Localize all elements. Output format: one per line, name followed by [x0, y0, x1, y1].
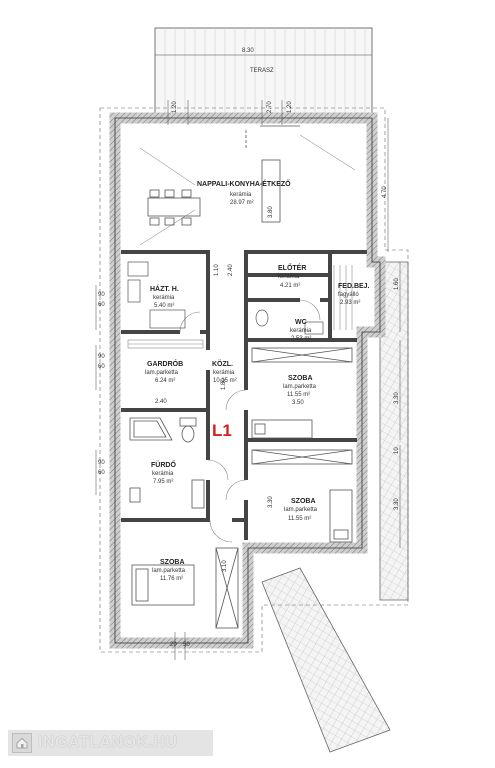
utility-floor: kerámia: [153, 295, 175, 301]
dimension-lines: [95, 100, 401, 660]
hallway-entry-area: 4.21 m²: [280, 283, 300, 289]
corridor-name: KÖZL.: [212, 359, 233, 368]
dining-table: [147, 189, 201, 226]
wardrobe-name: GARDRÓB: [147, 359, 183, 368]
terrace-width-dim: 8.30: [242, 48, 254, 54]
watermark-text: INGATLANOK.HU: [38, 734, 178, 751]
covered-entry-area: 2.93 m²: [340, 300, 360, 306]
kitchen-island: [245, 125, 300, 223]
dim-inner-240a: 2.40: [228, 264, 234, 276]
dim-left-c1: 90: [98, 460, 105, 466]
corridor-area: 10.15 m²: [213, 378, 237, 384]
covered-entry-floor: fagyálló: [338, 292, 359, 298]
bath-sink: [129, 479, 205, 509]
dim-left-a2: 60: [98, 302, 105, 308]
bathroom-area: 7.95 m²: [153, 479, 173, 485]
dim-right-sep: 10: [394, 447, 400, 454]
dim-top-right: 1.20: [287, 101, 293, 113]
wardrobe-shelves: [127, 339, 204, 349]
living-floor: kerámia: [230, 192, 252, 198]
dim-bottom-20: 20: [170, 642, 177, 648]
wc-floor: kerámia: [290, 328, 312, 334]
bedroom2-floor: lam.parketta: [284, 507, 318, 513]
dim-right-entry: 1.60: [394, 278, 400, 290]
wardrobe-area: 6.24 m²: [155, 378, 175, 384]
bedroom1-dim: 3.50: [292, 400, 304, 406]
dim-top-mid: 2.70: [267, 101, 273, 113]
bedroom2-area: 11.55 m²: [288, 516, 311, 522]
room-label-bedroom3: SZOBA lam.parketta 11.76 m²: [152, 559, 186, 582]
bedroom1-area: 11.55 m²: [287, 392, 310, 398]
watermark: INGATLANOK.HU: [8, 730, 213, 756]
room-label-bedroom2: SZOBA lam.parketta 11.55 m²: [284, 498, 318, 522]
terrace-label: TERASZ: [250, 68, 274, 74]
bedroom3-furniture: [131, 547, 239, 629]
room-label-corridor: KÖZL. kerámia 10.15 m²: [212, 359, 237, 384]
dim-inner-330: 3.30: [268, 496, 274, 508]
paved-path: [261, 567, 391, 753]
dim-left-b2: 60: [98, 364, 105, 370]
bedroom2-furniture: [251, 449, 353, 543]
bedroom1-floor: lam.parketta: [283, 384, 317, 390]
dim-inner-110: 1.10: [214, 264, 220, 276]
dim-left-a1: 90: [98, 292, 105, 298]
wc-name: WC: [295, 319, 307, 326]
roof-outline: [99, 107, 409, 653]
bedroom1-name: SZOBA: [288, 375, 313, 382]
bedroom2-name: SZOBA: [291, 498, 316, 505]
wc-fixtures: [255, 309, 324, 335]
door-swings: [179, 299, 321, 543]
bathroom-floor: kerámia: [152, 471, 174, 477]
bedroom3-floor: lam.parketta: [152, 568, 186, 574]
room-label-utility: HÁZT. H. kerámia 5.40 m²: [150, 284, 179, 309]
hallway-entry-name: ELŐTÉR: [278, 263, 306, 272]
covered-entry-name: FED.BEJ.: [338, 283, 370, 290]
toilet: [179, 417, 197, 443]
room-label-bedroom1: SZOBA lam.parketta 11.55 m² 3.50: [283, 375, 317, 406]
utility-fixtures: [127, 261, 186, 329]
dim-bottom-50: 50: [183, 642, 190, 648]
hallway-entry-floor: kerámia: [278, 274, 300, 280]
dim-left-c2: 60: [98, 470, 105, 476]
room-label-wardrobe: GARDRÓB lam.parketta 6.24 m²: [145, 359, 183, 384]
room-label-hallway-entry: ELŐTÉR kerámia 4.21 m²: [278, 263, 306, 289]
bathtub: [129, 417, 173, 441]
room-label-wc: WC kerámia 2.53 m²: [290, 319, 312, 342]
house-key-icon: [12, 733, 32, 753]
utility-area: 5.40 m²: [154, 303, 174, 309]
utility-name: HÁZT. H.: [150, 284, 179, 293]
entry-steps: [333, 265, 353, 330]
dim-right-bed2: 3.30: [394, 498, 400, 510]
terrace: 8.30 TERASZ: [154, 27, 373, 121]
bedroom3-area: 11.76 m²: [160, 576, 183, 582]
living-name: NAPPALI-KONYHA-ÉTKEZŐ: [197, 179, 291, 188]
level-label: L1: [212, 421, 232, 440]
dim-top-left: 1.20: [172, 101, 178, 113]
outer-wall-line: [114, 117, 381, 644]
room-label-living: NAPPALI-KONYHA-ÉTKEZŐ kerámia 28.97 m²: [197, 179, 291, 206]
room-label-bathroom: FÜRDŐ kerámia 7.95 m²: [151, 460, 176, 485]
dim-right-total: 4.70: [382, 186, 388, 198]
bedroom1-furniture: [251, 347, 353, 439]
dim-right-bed1: 3.30: [394, 392, 400, 404]
wc-area: 2.53 m²: [291, 336, 311, 342]
dimension-labels: 1.20 2.70 1.20 4.70 1.60 3.30 10 3.30 90…: [98, 101, 400, 648]
dim-inner-310: 3.10: [222, 560, 228, 572]
bedroom3-name: SZOBA: [160, 559, 185, 566]
bathroom-name: FÜRDŐ: [151, 460, 176, 469]
room-label-covered-entry: FED.BEJ. fagyálló 2.93 m²: [338, 283, 370, 306]
dim-inner-380: 3.80: [268, 206, 274, 218]
ceiling-lines: [139, 134, 356, 246]
wardrobe-floor: lam.parketta: [145, 370, 179, 376]
corridor-floor: kerámia: [213, 370, 235, 376]
living-area: 28.97 m²: [230, 200, 254, 206]
dim-left-b1: 90: [98, 354, 105, 360]
dim-inner-240b: 2.40: [155, 399, 167, 405]
dim-inner-180: 1.80: [221, 378, 227, 390]
